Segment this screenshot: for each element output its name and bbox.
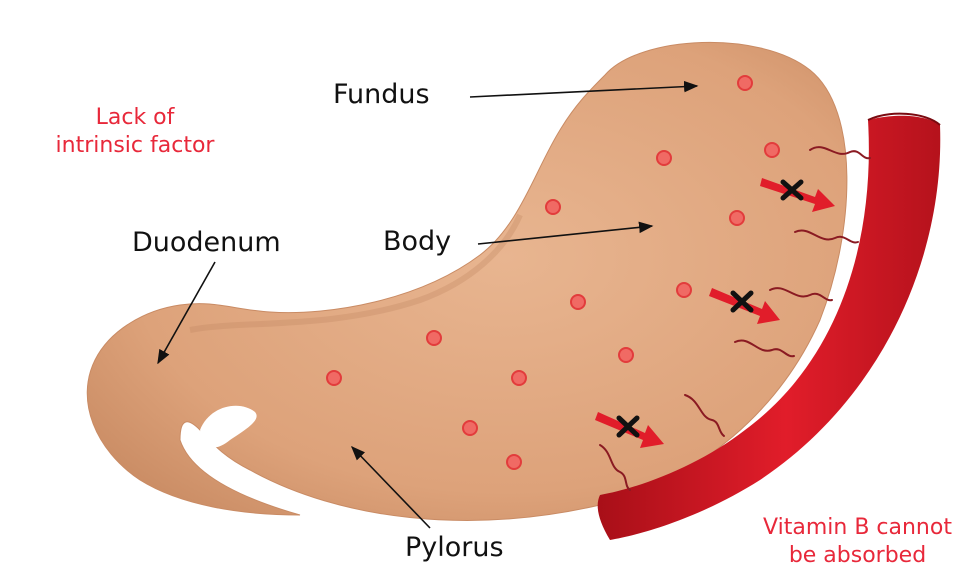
cell: [512, 371, 526, 385]
cell: [765, 143, 779, 157]
intrinsic-note-line2: intrinsic factor: [30, 132, 240, 160]
cell: [738, 76, 752, 90]
cell: [463, 421, 477, 435]
cell: [657, 151, 671, 165]
duodenum-label: Duodenum: [132, 228, 281, 258]
cell: [677, 283, 691, 297]
cell: [571, 295, 585, 309]
vitamin-note-line1: Vitamin B cannot: [735, 514, 980, 542]
fundus-label: Fundus: [333, 80, 430, 110]
cell: [730, 211, 744, 225]
vitamin-note-line2: be absorbed: [735, 542, 980, 570]
intrinsic-factor-note: Lack of intrinsic factor: [30, 104, 240, 160]
cell: [507, 455, 521, 469]
body-label: Body: [383, 227, 451, 257]
cell: [427, 331, 441, 345]
vitamin-b-note: Vitamin B cannot be absorbed: [735, 514, 980, 570]
cell: [546, 200, 560, 214]
cell: [619, 348, 633, 362]
intrinsic-note-line1: Lack of: [30, 104, 240, 132]
pylorus-label: Pylorus: [405, 533, 504, 563]
cell: [327, 371, 341, 385]
